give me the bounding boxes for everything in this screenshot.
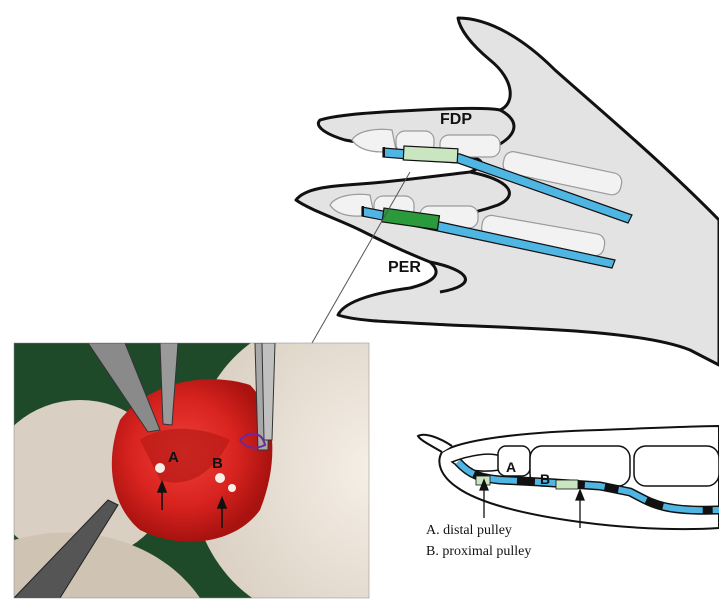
digit-side-view: A B A. distal pulley B. proximal pulley bbox=[418, 426, 719, 559]
paw-diagram: FDP PER bbox=[296, 18, 719, 365]
legend-distal-pulley: A. distal pulley bbox=[426, 523, 512, 538]
pulley-b-marker bbox=[215, 473, 225, 483]
per-label: PER bbox=[388, 259, 421, 276]
photo-label-a: A bbox=[168, 449, 179, 466]
surgical-photo: A B bbox=[0, 320, 450, 603]
pulley-a-label: A bbox=[506, 459, 516, 475]
legend-proximal-pulley: B. proximal pulley bbox=[426, 544, 531, 559]
pulley-b-marker-2 bbox=[228, 484, 236, 492]
paw-outline bbox=[296, 18, 719, 365]
fdp-label: FDP bbox=[440, 111, 472, 128]
pulley-b-label: B bbox=[540, 471, 550, 487]
photo-label-b: B bbox=[212, 455, 223, 472]
pulley-a-marker bbox=[155, 463, 165, 473]
